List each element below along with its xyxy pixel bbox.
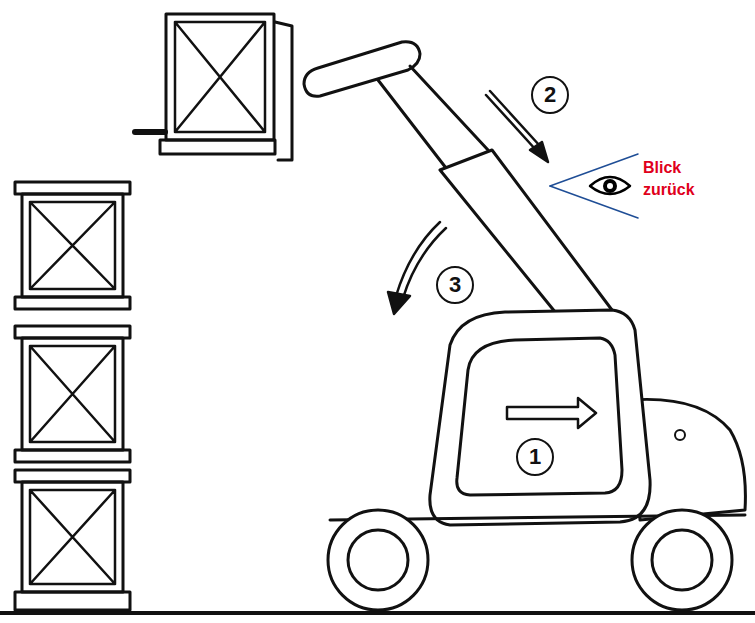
pallet [15,182,130,194]
callout-number: 2 [544,84,556,106]
crate [22,194,123,297]
callout-circle: 3 [436,266,474,304]
pallet [160,140,275,154]
arrow-head [388,292,410,314]
pallet [15,592,130,610]
pallet [15,450,130,462]
view-note: Blick zurück [643,157,705,201]
rim [652,530,712,590]
callout-number: 1 [529,446,541,468]
rim [348,530,408,590]
arrow-shaft [486,95,536,150]
crate-cross [30,490,115,584]
arrow-head [530,142,548,162]
callout-number: 3 [449,274,461,296]
ground-line [0,611,755,615]
crate [166,14,274,140]
pallet [15,326,130,338]
eye-outline [590,177,630,194]
lifted-crate [135,14,292,160]
crate-cross [30,202,115,289]
cab-window [457,338,622,495]
eye-symbol [590,177,630,194]
cab [430,310,650,525]
crate-cross [175,22,265,132]
fork [135,129,165,135]
crate-cross [30,346,115,442]
tyre [632,510,732,610]
pallet [15,297,130,309]
boom-inner [378,66,488,168]
drive-arrow [507,398,596,428]
crate [22,338,123,450]
crate [22,482,123,592]
fork-carriage [275,22,292,160]
pivot-pin [675,430,685,440]
crate-stack [15,182,130,610]
callout-circle: 1 [516,438,554,476]
front-wheel [328,510,428,610]
eye-iris [603,179,617,193]
pallet [15,470,130,482]
tyre [328,510,428,610]
view-cone [550,154,638,218]
rear-wheel [632,510,732,610]
arrow-shape [507,398,596,428]
lower-arrow [388,222,446,314]
callout-circle: 2 [531,76,569,114]
arrow-shaft [396,222,440,296]
boom-head [304,42,420,97]
eye-pupil [607,183,613,189]
